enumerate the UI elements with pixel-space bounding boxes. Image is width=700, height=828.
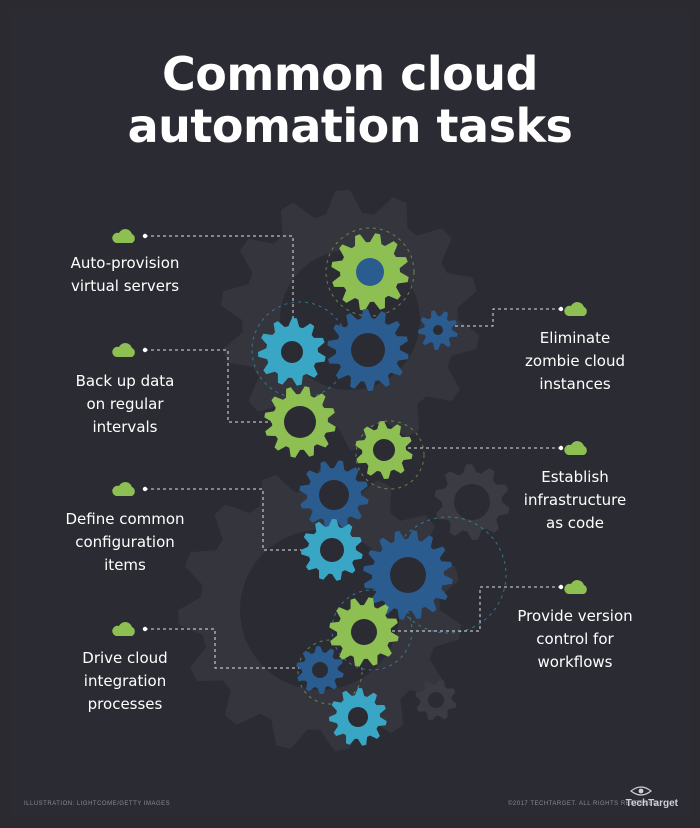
task-line: processes [87,695,163,713]
cloud-icon [112,482,135,496]
connector-dot [558,445,564,451]
copyright-notice: ©2017 TECHTARGET. ALL RIGHTS RESERVED [508,801,658,807]
task-line: workflows [537,653,613,671]
gear-icon [415,679,457,721]
gear-icon [331,233,409,311]
task-backup: Back up data on regular intervals [50,370,200,439]
task-line: virtual servers [70,277,180,295]
gear-icon [363,530,453,620]
dashed-orbit [297,639,363,705]
gear-icon [329,597,399,667]
connector-line [442,308,561,327]
task-line: Drive cloud [82,649,168,667]
task-line: Auto-provision [70,254,180,272]
task-infra-as-code: Establish infrastructure as code [500,466,650,535]
gear-icon [327,309,409,391]
gear-icon [418,310,458,350]
task-line: instances [539,375,611,393]
brand-logo: TechTarget [625,786,678,809]
gear-icon [434,464,510,540]
gear-icon [301,519,363,581]
gear-icon [264,386,336,458]
cloud-icon [112,229,135,243]
connector-dot [558,584,564,590]
cloud-icon [112,343,135,357]
page-title: Common cloud automation tasks [10,48,690,152]
task-line: Define common [65,510,185,528]
illustration-credit: ILLUSTRATION: LIGHTCOME/GETTY IMAGES [24,801,171,807]
infographic-canvas: Common cloud automation tasks Auto-provi… [10,10,690,818]
brand-name: TechTarget [625,798,678,809]
dashed-orbit [355,420,425,490]
connector-dot [142,347,148,353]
cloud-icon [564,441,587,455]
gear-cluster [258,233,458,746]
task-line: Establish [541,468,609,486]
cloud-icon [564,302,587,316]
task-line: Eliminate [539,329,611,347]
task-line: configuration [75,533,175,551]
gear-icon [296,646,344,694]
task-line: Provide version [517,607,633,625]
gear-icon [258,318,326,386]
connector-line [145,235,294,352]
gear-icon [299,460,369,530]
connector-dot [142,626,148,632]
dashed-orbit [389,516,507,634]
connector-dot [142,233,148,239]
task-line: control for [536,630,614,648]
cloud-icon [112,622,135,636]
task-line: integration [83,672,167,690]
task-line: on regular [86,395,164,413]
task-version-control: Provide version control for workflows [500,605,650,674]
task-line: zombie cloud [525,352,625,370]
task-define-config: Define common configuration items [50,508,200,577]
task-line: items [104,556,146,574]
title-line-1: Common cloud [162,47,538,101]
connector-line [145,488,330,551]
task-line: as code [546,514,604,532]
connector-dot [142,486,148,492]
cloud-icon [564,580,587,594]
task-drive-integration: Drive cloud integration processes [50,647,200,716]
connector-line [364,586,561,632]
background-gear-icon [434,464,510,540]
eye-logo-icon [629,786,652,796]
connector-dot [558,306,564,312]
gear-icon [355,421,413,479]
task-line: infrastructure [523,491,627,509]
task-line: Back up data [75,372,175,390]
task-line: intervals [92,418,158,436]
gears-illustration [142,190,564,752]
dashed-orbit [325,227,415,317]
background-gear-icon [415,679,457,721]
dashed-orbit [331,589,413,671]
title-line-2: automation tasks [127,99,573,153]
gear-icon [329,688,387,746]
task-eliminate-zombie: Eliminate zombie cloud instances [500,327,650,396]
task-auto-provision: Auto-provision virtual servers [50,252,200,298]
